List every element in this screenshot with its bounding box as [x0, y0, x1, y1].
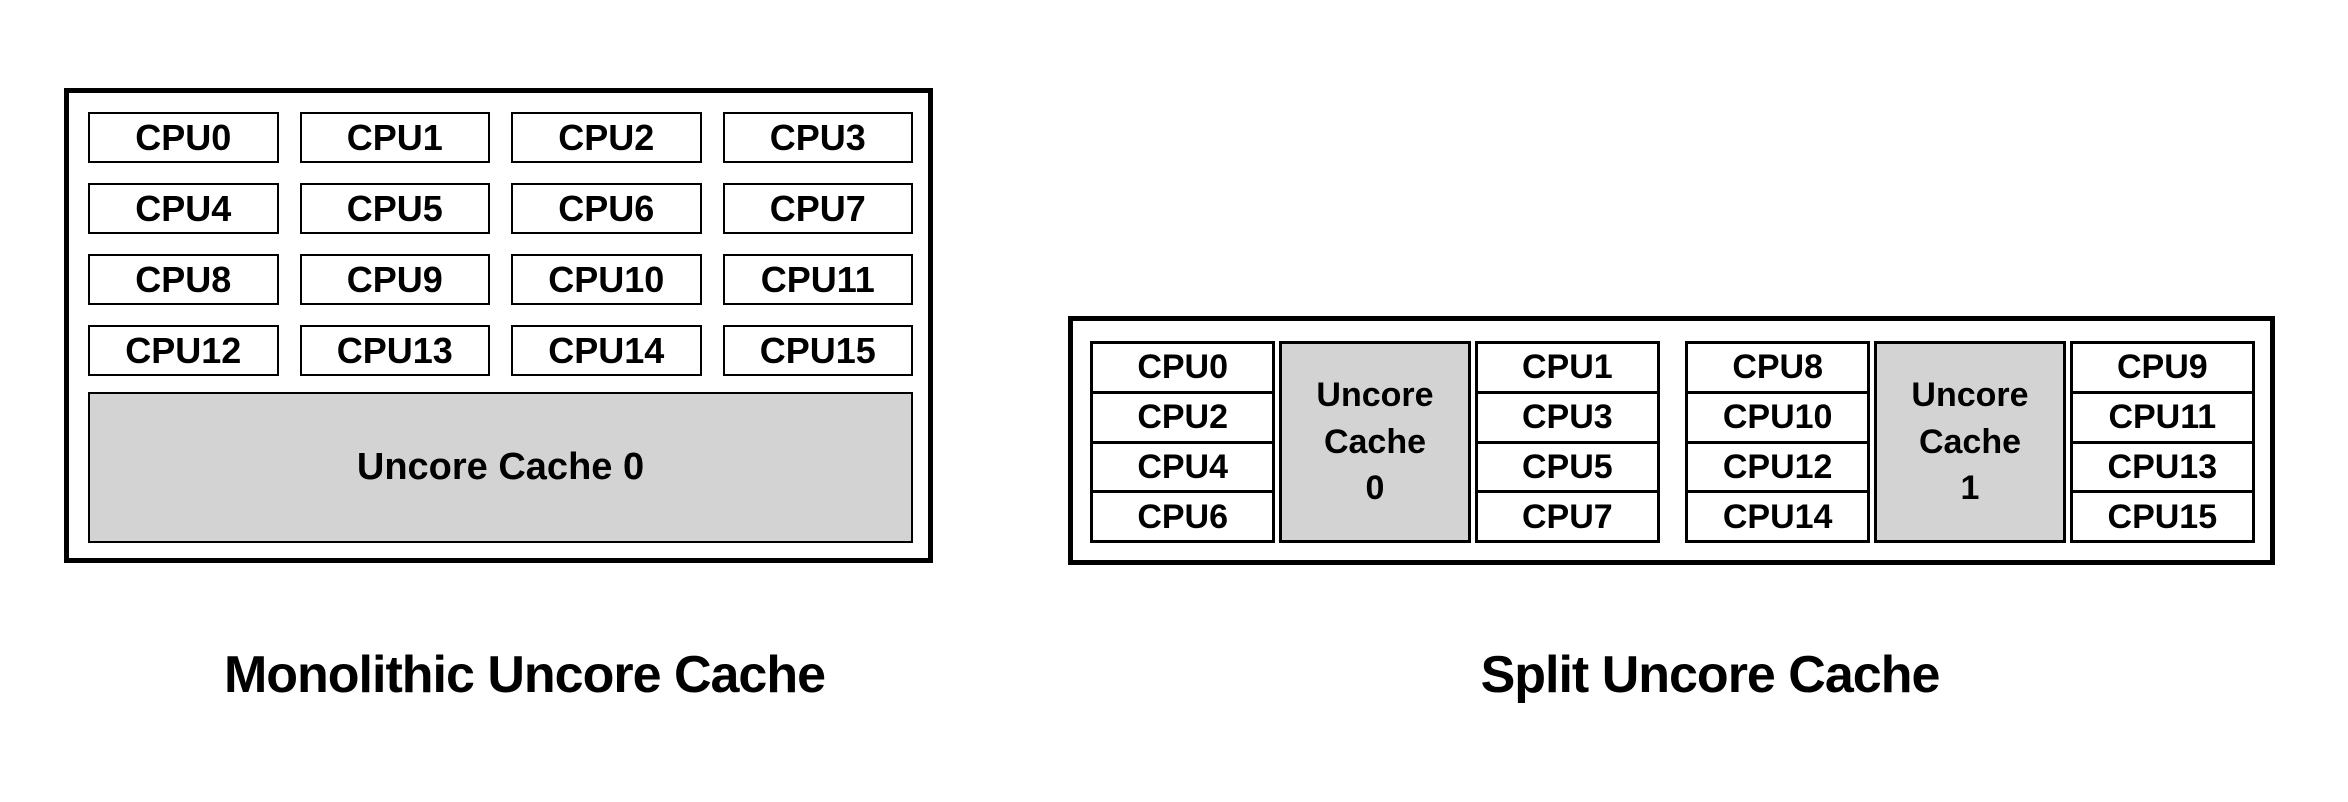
cpu-box: CPU10 [511, 254, 702, 305]
cpu-box: CPU13 [299, 325, 490, 376]
cpu-box: CPU6 [1090, 493, 1276, 543]
cpu-box: CPU1 [299, 112, 490, 163]
monolithic-caption: Monolithic Uncore Cache [223, 646, 826, 704]
cpu-box: CPU8 [88, 254, 279, 305]
cpu-box: CPU9 [299, 254, 490, 305]
cpu-box: CPU4 [1090, 443, 1276, 494]
uncore-cache-0-box: Uncore Cache 0 [88, 392, 913, 543]
cpu-box: CPU3 [1474, 393, 1660, 444]
cpu-box: CPU15 [2069, 493, 2255, 543]
cpu-box: CPU9 [2069, 341, 2255, 394]
uncore-cache-1-label-line: 1 [1960, 469, 1980, 508]
cpu-box: CPU14 [1685, 493, 1871, 543]
cpu-box: CPU2 [511, 112, 702, 163]
cpu-box: CPU6 [511, 183, 702, 234]
uncore-cache-0-label-line: 0 [1365, 469, 1385, 508]
cpu-box: CPU12 [88, 325, 279, 376]
cpu-box: CPU7 [722, 183, 913, 234]
cpu-box: CPU5 [299, 183, 490, 234]
cpu-box: CPU1 [1474, 341, 1660, 394]
cpu-box: CPU7 [1474, 493, 1660, 543]
cpu-box: CPU13 [2069, 443, 2255, 494]
cpu-box: CPU0 [1090, 341, 1276, 394]
uncore-cache-0-label-line: Cache [1323, 422, 1427, 461]
cpu-box: CPU14 [511, 325, 702, 376]
uncore-cache-0-label: Uncore Cache 0 [356, 446, 645, 488]
cpu-box: CPU2 [1090, 393, 1276, 444]
cpu-box: CPU0 [88, 112, 279, 163]
cpu-box: CPU11 [2069, 393, 2255, 444]
split-caption: Split Uncore Cache [1480, 646, 1941, 704]
cpu-box: CPU8 [1685, 341, 1871, 394]
uncore-cache-0-label-line: Uncore [1316, 375, 1434, 414]
cpu-box: CPU11 [722, 254, 913, 305]
cpu-box: CPU3 [722, 112, 913, 163]
cpu-box: CPU10 [1685, 393, 1871, 444]
cpu-box: CPU15 [722, 325, 913, 376]
cpu-box: CPU4 [88, 183, 279, 234]
uncore-cache-1-label-line: Uncore [1911, 375, 2029, 414]
cpu-box: CPU12 [1685, 443, 1871, 494]
uncore-cache-1-label-line: Cache [1918, 422, 2022, 461]
cpu-box: CPU5 [1474, 443, 1660, 494]
